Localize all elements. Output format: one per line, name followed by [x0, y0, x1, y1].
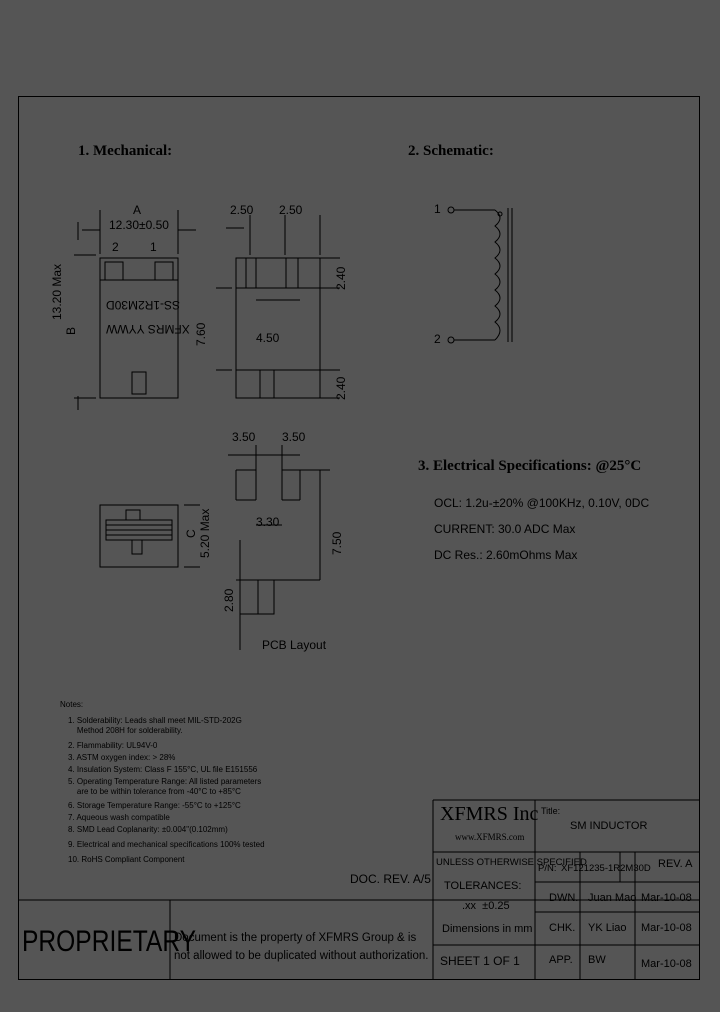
body-height-dim: 7.60	[194, 322, 208, 346]
schematic-pin2: 2	[434, 332, 441, 346]
note-item: 9. Electrical and mechanical specificati…	[68, 840, 265, 849]
dim-c-label: C	[184, 529, 198, 538]
doc-rev: DOC. REV. A/5	[350, 872, 431, 886]
chk-name: YK Liao	[588, 922, 627, 934]
pcb-gap-dim: 3.30	[256, 515, 280, 529]
note-item: 8. SMD Lead Coplanarity: ±0.004"(0.102mm…	[68, 825, 228, 834]
pcb-pad-width-right: 3.50	[282, 430, 306, 444]
dim-c-value: 5.20 Max	[198, 508, 212, 558]
proprietary-line1: Document is the property of XFMRS Group …	[174, 932, 417, 944]
spec-ocl: OCL: 1.2u-±20% @100KHz, 0.10V, 0DC	[434, 496, 650, 510]
spec-current: CURRENT: 30.0 ADC Max	[434, 522, 576, 536]
pn-label: P/N:	[538, 863, 557, 874]
dwn-date: Mar-10-08	[641, 892, 692, 904]
title-label: Title:	[541, 806, 561, 816]
dim-a-value: 12.30±0.50	[109, 218, 169, 232]
dwn-name: Juan Mao	[588, 892, 637, 904]
app-label: APP.	[549, 954, 573, 966]
title-value: SM INDUCTOR	[570, 820, 648, 832]
dim-b-label: B	[64, 326, 78, 335]
schematic-heading: 2. Schematic:	[408, 143, 494, 159]
notes-list: 1. Solderability: Leads shall meet MIL-S…	[68, 716, 265, 865]
drawing-sheet	[18, 96, 700, 980]
mechanical-heading: 1. Mechanical:	[78, 143, 173, 159]
dimensions-unit: Dimensions in mm	[442, 923, 533, 935]
spec-dcr: DC Res.: 2.60mOhms Max	[434, 548, 578, 562]
dim-a-label: A	[133, 203, 142, 217]
pcb-span-dim: 7.50	[330, 531, 344, 555]
app-name: BW	[588, 954, 606, 966]
tolerance-value: .xx ±0.25	[462, 900, 510, 912]
sheet-number: SHEET 1 OF 1	[440, 954, 520, 968]
pad-left-dim: 2.50	[230, 203, 254, 217]
pin-1-label: 1	[150, 240, 157, 254]
chk-label: CHK.	[549, 922, 576, 934]
note-item: 10. RoHS Compliant Component	[68, 855, 185, 864]
pad-bottom-height-dim: 2.40	[334, 376, 348, 400]
body-gap-dim: 4.50	[256, 331, 280, 345]
marking-line2: SS-1R2M30D	[106, 298, 181, 312]
dwn-label: DWN.	[549, 892, 579, 904]
note-item: 1. Solderability: Leads shall meet MIL-S…	[68, 716, 242, 725]
chk-date: Mar-10-08	[641, 922, 692, 934]
pcb-layout-caption: PCB Layout	[262, 638, 327, 652]
company-name: XFMRS Inc	[440, 803, 539, 825]
unless-specified: UNLESS OTHERWISE SPECIFIED	[436, 857, 587, 868]
notes-title: Notes:	[60, 700, 84, 709]
pad-right-dim: 2.50	[279, 203, 303, 217]
component-profile-view	[99, 504, 200, 568]
note-item: 4. Insulation System: Class F 155°C, UL …	[68, 765, 258, 774]
note-item: 2. Flammability: UL94V-0	[68, 741, 158, 750]
note-item: Method 208H for solderability.	[68, 726, 183, 735]
dim-b-value: 13.20 Max	[50, 263, 64, 320]
schematic-pin1: 1	[434, 202, 441, 216]
company-website: www.XFMRS.com	[455, 832, 525, 842]
note-item: are to be within tolerance from -40°C to…	[68, 787, 241, 796]
marking-line1: XFMRS YYWW	[106, 322, 190, 336]
electrical-heading: 3. Electrical Specifications: @25°C	[418, 458, 642, 474]
component-side-view	[216, 215, 340, 399]
tolerances-label: TOLERANCES:	[444, 880, 522, 892]
component-top-view	[74, 210, 196, 410]
proprietary-line2: not allowed to be duplicated without aut…	[174, 950, 429, 962]
note-item: 7. Aqueous wash compatible	[68, 813, 170, 822]
rev-value: REV. A	[658, 858, 693, 870]
title-block-lines	[18, 799, 700, 980]
pn-value: XF121235-1R2M30D	[561, 863, 651, 874]
pcb-pad-height-dim: 2.80	[222, 588, 236, 612]
proprietary-label: PROPRIETARY	[22, 925, 197, 958]
note-item: 5. Operating Temperature Range: All list…	[68, 777, 262, 786]
pad-top-height-dim: 2.40	[334, 266, 348, 290]
app-date: Mar-10-08	[641, 958, 692, 970]
pcb-pad-width-left: 3.50	[232, 430, 256, 444]
note-item: 3. ASTM oxygen index: > 28%	[68, 753, 176, 762]
pcb-layout-drawing	[228, 445, 330, 650]
pin-2-label: 2	[112, 240, 119, 254]
schematic-drawing	[447, 206, 513, 344]
note-item: 6. Storage Temperature Range: -55°C to +…	[68, 801, 241, 810]
